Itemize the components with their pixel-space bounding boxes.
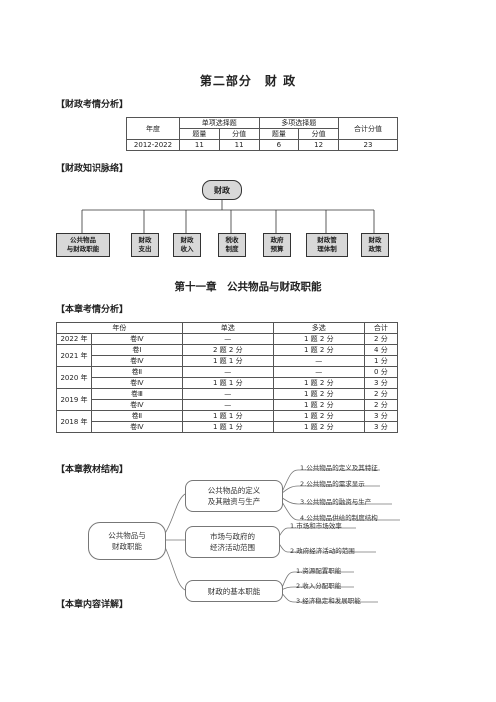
mindmap-leaf: 1.资源配置职能 xyxy=(296,567,342,575)
section-heading-knowledge-map: 【财政知识脉络】 xyxy=(56,164,129,174)
mindmap-leaf: 3.公共物品的融资与生产 xyxy=(300,498,372,506)
branch-line2: 及其融资与生产 xyxy=(207,497,261,506)
knowledge-root-label: 财政 xyxy=(214,185,230,195)
cell-multi-score: 12 xyxy=(298,139,339,151)
knowledge-node-policy: 财政政策 xyxy=(361,233,389,257)
node-line1: 政府 xyxy=(270,236,284,244)
node-line1: 税收 xyxy=(225,236,239,244)
part-title: 第二部分 财 政 xyxy=(199,74,297,88)
node-line2: 理体制 xyxy=(317,245,337,253)
table-row: 卷Ⅳ 1 题 1 分 1 题 2 分 3 分 xyxy=(57,377,399,389)
section-heading-exam-analysis: 【财政考情分析】 xyxy=(56,100,129,110)
branch-line1: 公共物品的定义 xyxy=(207,486,261,495)
mindmap-leaf: 2.政府经济活动的范围 xyxy=(290,547,355,555)
mindmap-center-line2: 财政职能 xyxy=(112,542,142,551)
mindmap-branch-market-government: 市场与政府的经济活动范围 xyxy=(185,526,280,558)
section-heading-structure: 【本章教材结构】 xyxy=(56,465,129,475)
section-heading-chapter-analysis: 【本章考情分析】 xyxy=(56,305,129,315)
mindmap-leaf: 3.经济稳定和发展职能 xyxy=(296,597,361,605)
chapter-exam-table: 年份 单选 多选 合计 2022 年 卷Ⅳ — 1 题 2 分 2 分 2021… xyxy=(56,322,399,433)
node-line2: 政策 xyxy=(368,245,382,253)
node-line1: 财政管 xyxy=(317,236,337,244)
knowledge-node-public-goods: 公共物品与财政职能 xyxy=(56,233,110,257)
node-line2: 预算 xyxy=(270,245,284,253)
node-line2: 支出 xyxy=(138,245,152,253)
mindmap-leaf: 2.收入分配职能 xyxy=(296,582,342,590)
knowledge-node-revenue: 财政收入 xyxy=(173,233,201,257)
cell-single-score: 11 xyxy=(218,139,260,151)
knowledge-node-management: 财政管理体制 xyxy=(306,233,348,257)
branch-label: 财政的基本职能 xyxy=(207,586,261,596)
mindmap-leaf: 1.市场和市场效率 xyxy=(290,522,342,530)
chapter-title: 第十一章 公共物品与财政职能 xyxy=(174,281,322,293)
node-line1: 财政 xyxy=(368,236,382,244)
mindmap-center-line1: 公共物品与 xyxy=(108,531,146,540)
cell-year: 2018 年 xyxy=(56,410,92,433)
node-line1: 公共物品 xyxy=(70,236,96,244)
mindmap-leaf: 2.公共物品的需求显示 xyxy=(300,480,365,488)
knowledge-root-node: 财政 xyxy=(202,180,242,200)
table-row: 卷Ⅳ — 1 题 2 分 2 分 xyxy=(57,399,399,411)
branch-line2: 经济活动范围 xyxy=(210,543,255,552)
branch-line1: 市场与政府的 xyxy=(210,532,255,541)
th-year: 年度 xyxy=(126,117,180,140)
cell-total: 3 分 xyxy=(363,421,399,433)
node-line2: 与财政职能 xyxy=(66,245,100,253)
section-heading-content-detail: 【本章内容详解】 xyxy=(56,600,129,610)
knowledge-node-expenditure: 财政支出 xyxy=(131,233,159,257)
node-line2: 收入 xyxy=(180,245,194,253)
mindmap-leaf: 4.公共物品供给的制度结构 xyxy=(300,514,378,522)
cell-year: 2012-2022 xyxy=(126,139,180,151)
mindmap-branch-public-goods: 公共物品的定义及其融资与生产 xyxy=(185,480,283,512)
node-line1: 财政 xyxy=(180,236,194,244)
cell-total: 23 xyxy=(338,139,398,151)
node-line1: 财政 xyxy=(138,236,152,244)
cell-single: 1 题 1 分 xyxy=(181,421,274,433)
table-row: 2012-2022 11 11 6 12 23 xyxy=(126,139,398,151)
mindmap-center-node: 公共物品与财政职能 xyxy=(88,522,166,560)
knowledge-node-tax-system: 税收制度 xyxy=(218,233,246,257)
node-line2: 制度 xyxy=(225,245,239,253)
finance-analysis-table: 年度 单项选择题 多项选择题 合计分值 题量 分值 题量 分值 2012-202… xyxy=(126,117,398,151)
knowledge-node-budget: 政府预算 xyxy=(263,233,291,257)
table-row: 卷Ⅳ 1 题 1 分 1 题 2 分 3 分 xyxy=(57,421,399,433)
mindmap-branch-basic-functions: 财政的基本职能 xyxy=(185,580,283,602)
mindmap-leaf: 1.公共物品的定义及其特征 xyxy=(300,464,378,472)
